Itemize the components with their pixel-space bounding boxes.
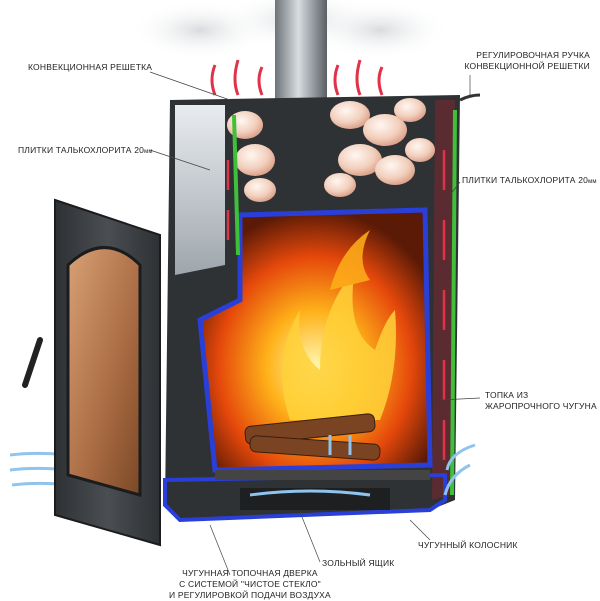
convection-adjust-handle[interactable] [459,93,481,102]
logs [244,413,381,461]
talc-tile-left [175,105,225,275]
label-door-line2: С СИСТЕМОЙ "ЧИСТОЕ СТЕКЛО" [179,579,321,589]
flames [282,230,396,420]
hot-air-arrows-top [210,59,384,96]
hot-air-arrows-wall [226,150,446,460]
label-firebox: ТОПКА ИЗ ЖАРОПРОЧНОГО ЧУГУНА [485,390,597,412]
base-blue-edge [163,472,447,523]
label-door-line3: И РЕГУЛИРОВКОЙ ПОДАЧИ ВОЗДУХА [169,590,331,600]
door-handle [22,337,43,388]
steam-cloud [130,0,450,60]
label-ash-box: ЗОЛЬНЫЙ ЯЩИК [322,558,395,568]
label-talc-left: ПЛИТКИ ТАЛЬКОХЛОРИТА 20мм [18,145,153,158]
label-grate: ЧУГУННЫЙ КОЛОСНИК [418,540,518,550]
cast-iron-grate [215,470,430,480]
green-edge-left [232,114,240,256]
label-talc-right-unit: мм [588,179,597,185]
label-talc-left-text: ПЛИТКИ ТАЛЬКОХЛОРИТА 20 [18,145,145,155]
label-adjust-handle-line1: РЕГУЛИРОВОЧНАЯ РУЧКА [476,50,590,60]
label-firebox-line1: ТОПКА ИЗ [485,390,529,400]
firebox-door [22,198,161,547]
label-adjust-handle: РЕГУЛИРОВОЧНАЯ РУЧКА КОНВЕКЦИОННОЙ РЕШЕТ… [450,50,590,72]
label-convection-grate: КОНВЕКЦИОННАЯ РЕШЕТКА [28,62,153,72]
label-door-line1: ЧУГУННАЯ ТОПОЧНАЯ ДВЕРКА [182,568,318,578]
label-talc-right-text: ПЛИТКИ ТАЛЬКОХЛОРИТА 20 [462,175,589,185]
label-firebox-line2: ЖАРОПРОЧНОГО ЧУГУНА [485,401,597,411]
label-talc-right: ПЛИТКИ ТАЛЬКОХЛОРИТА 20мм [462,175,597,188]
green-edge-right [450,109,457,496]
label-talc-left-unit: мм [144,149,153,155]
label-adjust-handle-line2: КОНВЕКЦИОННОЙ РЕШЕТКИ [464,61,590,71]
door-glass [66,246,142,497]
label-door: ЧУГУННАЯ ТОПОЧНАЯ ДВЕРКА С СИСТЕМОЙ "ЧИС… [165,568,335,601]
leader-lines [149,71,481,576]
